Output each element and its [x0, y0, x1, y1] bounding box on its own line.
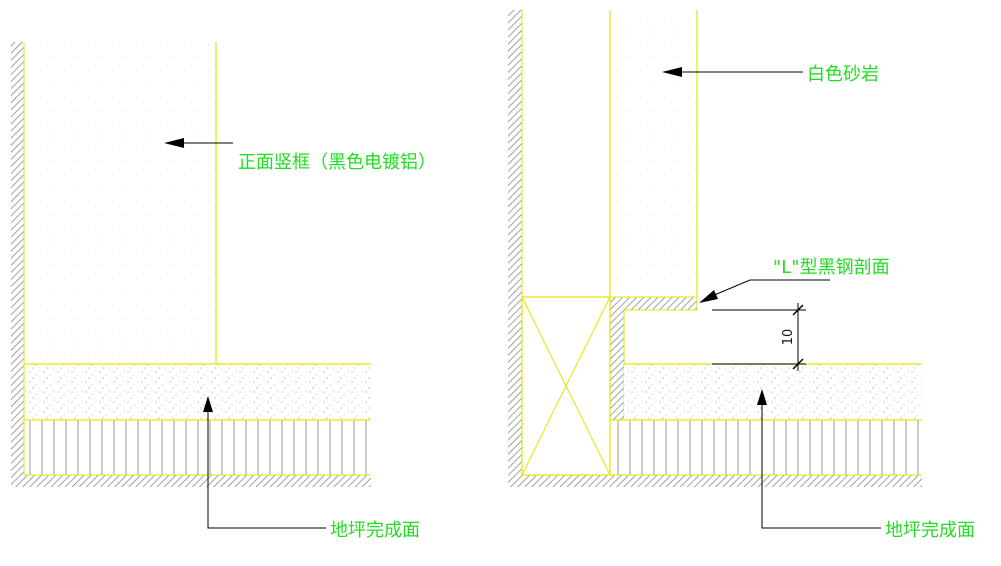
steel-leader-arrowhead	[699, 290, 718, 303]
right-stone-panel	[610, 10, 697, 297]
right-floor-label: 地坪完成面	[885, 520, 975, 541]
dimension-tick-bottom	[792, 358, 804, 370]
left-stone-panel	[24, 42, 216, 364]
left-detail: 正面竖框（黑色电镀铝） 地坪完成面	[11, 42, 436, 541]
frame-leader-arrowhead	[164, 138, 184, 148]
frame-label: 正面竖框（黑色电镀铝）	[238, 152, 436, 173]
left-floor-leader-arrowhead	[203, 396, 213, 412]
timber-cross-2	[521, 296, 611, 476]
dimension-tick-top	[792, 304, 804, 316]
left-slat-layer	[24, 420, 371, 475]
right-screed-layer	[624, 364, 922, 420]
left-wall-hatch	[11, 42, 24, 487]
stone-label: 白色砂岩	[807, 64, 879, 85]
right-floor-leader-arrowhead	[757, 389, 767, 405]
stone-leader-arrowhead	[662, 67, 682, 77]
right-slat-layer	[610, 420, 922, 475]
right-wall-hatch	[508, 10, 522, 487]
steel-label: "L"型黑钢剖面	[773, 257, 890, 278]
dimension-value: 10	[781, 329, 796, 346]
left-floor-label: 地坪完成面	[330, 520, 420, 541]
right-detail: 10 白色砂岩 "L"型黑钢剖面 地坪完成面	[508, 10, 975, 541]
steel-leader-line	[711, 279, 830, 297]
left-floor-hatch	[11, 475, 371, 487]
right-floor-hatch	[508, 475, 922, 487]
left-screed-layer	[24, 364, 371, 420]
right-floor-leader-line	[761, 405, 881, 529]
left-floor-leader-line	[207, 412, 326, 529]
